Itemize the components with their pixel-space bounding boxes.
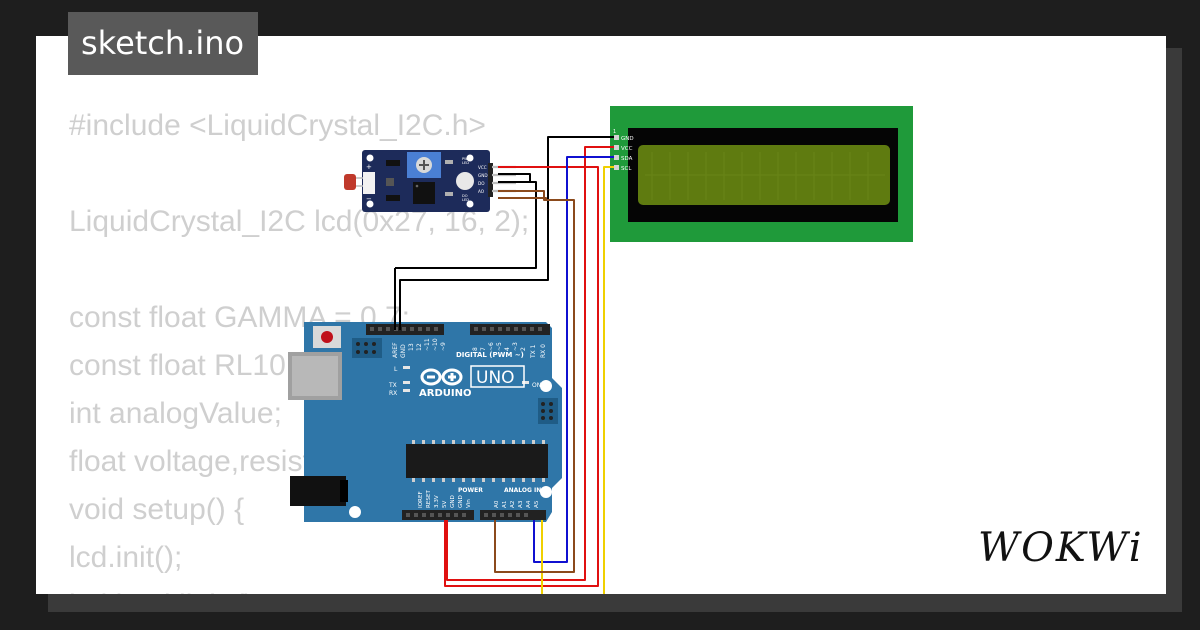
pin-label: GND bbox=[458, 495, 464, 508]
code-line: LiquidCrystal_I2C lcd(0x27, 16, 2); bbox=[69, 205, 530, 238]
lcd-pin-gnd[interactable] bbox=[614, 135, 619, 140]
sensor-pin-vcc-label: VCC bbox=[478, 165, 487, 170]
pin-label: Vin bbox=[466, 499, 472, 508]
pin-label: ~5 bbox=[496, 342, 503, 351]
code-line: const float GAMMA = 0.7; bbox=[69, 301, 410, 334]
preview-card[interactable]: #include <LiquidCrystal_I2C.h> LiquidCry… bbox=[36, 36, 1166, 594]
pin-label: ~10 bbox=[432, 338, 439, 351]
pin-label: RX 0 bbox=[540, 344, 547, 358]
pin-label: 13 bbox=[408, 343, 415, 351]
board-brand: ARDUINO bbox=[419, 388, 471, 399]
pin-label: 8 bbox=[472, 347, 479, 351]
pin-label: A1 bbox=[502, 500, 508, 508]
lcd-pin-scl[interactable] bbox=[614, 165, 619, 170]
led-rx-label: RX bbox=[389, 390, 397, 397]
pin-label: ~6 bbox=[488, 342, 495, 351]
pin-label: ~3 bbox=[512, 342, 519, 351]
pin-label: A5 bbox=[534, 500, 540, 508]
pin-label: A0 bbox=[494, 500, 500, 508]
lcd-pin-vcc-label: VCC bbox=[621, 146, 633, 152]
do-led-label: DO bbox=[462, 194, 468, 198]
led-tx-label: TX bbox=[388, 382, 397, 389]
pin-label: 4 bbox=[504, 347, 511, 351]
wire-scl[interactable] bbox=[603, 166, 614, 600]
pin-label: GND bbox=[400, 344, 407, 358]
pin-label: 5V bbox=[442, 500, 448, 508]
pin-label: IOREF bbox=[418, 491, 424, 508]
sketch-title: sketch.ino bbox=[68, 12, 259, 75]
sensor-pin-do-label: DO bbox=[478, 181, 485, 186]
code-line: void setup() { bbox=[69, 493, 245, 526]
pin-label: A2 bbox=[510, 501, 516, 508]
pin-label: 7 bbox=[480, 347, 487, 351]
wire-gnd-lcd[interactable] bbox=[399, 136, 614, 330]
power-jack[interactable] bbox=[290, 476, 346, 506]
lcd-pin-vcc[interactable] bbox=[614, 145, 619, 150]
sensor-pin-gnd-label: GND bbox=[478, 173, 488, 178]
wire-vcc-lcd[interactable] bbox=[446, 146, 614, 581]
led-l-label: L bbox=[394, 366, 398, 373]
pin-label: ~9 bbox=[440, 342, 447, 351]
sensor-led-icon bbox=[456, 172, 474, 190]
sensor-plus-label: + bbox=[366, 163, 372, 171]
wire-sda[interactable] bbox=[533, 156, 614, 563]
pin-label: A3 bbox=[518, 500, 524, 508]
mcu-chip bbox=[406, 444, 548, 478]
pin-label: RESET bbox=[426, 489, 432, 508]
pin-label: A4 bbox=[526, 500, 532, 508]
lcd-pin-sda[interactable] bbox=[614, 155, 619, 160]
analog-label: ANALOG IN bbox=[504, 487, 541, 494]
sensor-minus-label: − bbox=[366, 195, 372, 203]
code-preview: #include <LiquidCrystal_I2C.h> LiquidCry… bbox=[69, 102, 529, 594]
pwr-led-label: PWR bbox=[462, 157, 471, 161]
pin-label: AREF bbox=[392, 342, 399, 358]
code-line: int analogValue; bbox=[69, 397, 282, 430]
code-line: #include <LiquidCrystal_I2C.h> bbox=[69, 109, 486, 142]
pin-label: 3.3V bbox=[434, 495, 440, 508]
icsp-header-right bbox=[538, 398, 558, 424]
digital-label: DIGITAL (PWM ~) bbox=[456, 351, 524, 359]
arduino-uno-board[interactable]: AREF GND 13 12 ~11 ~10 ~9 8 7 ~6 ~5 4 ~3… bbox=[288, 322, 562, 522]
pin-label: 2 bbox=[520, 347, 527, 351]
lcd-display[interactable]: 1 GND VCC SDA SCL bbox=[610, 106, 913, 242]
wokwi-logo[interactable]: WOKWi bbox=[978, 525, 1144, 571]
comparator-chip bbox=[413, 182, 435, 204]
pin-label: ~11 bbox=[424, 338, 431, 351]
sensor-pin-ao-label: AO bbox=[478, 189, 485, 194]
wire-gnd-sensor[interactable] bbox=[395, 181, 537, 269]
arduino-logo-icon bbox=[420, 368, 463, 386]
led-on-label: ON bbox=[532, 382, 541, 389]
lcd-pin-sda-label: SDA bbox=[621, 156, 633, 162]
pin-label: 12 bbox=[416, 343, 423, 351]
lcd-pin-gnd-label: GND bbox=[621, 136, 634, 142]
photoresistor-module[interactable]: + − PWR LED DO LED VC bbox=[344, 150, 516, 212]
pin-label: GND bbox=[450, 495, 456, 508]
do-led-sublabel: LED bbox=[462, 198, 469, 202]
wire-ao[interactable] bbox=[494, 190, 575, 573]
ldr-icon bbox=[344, 174, 356, 190]
pwr-led-sublabel: LED bbox=[462, 161, 469, 165]
board-model: UNO bbox=[476, 368, 515, 388]
code-line: lcd.backlight(); bbox=[69, 582, 529, 594]
pin-label: TX 1 bbox=[530, 344, 537, 359]
code-line: lcd.init(); bbox=[69, 541, 183, 574]
lcd-pin-scl-label: SCL bbox=[621, 166, 632, 172]
lcd-pin-1-label: 1 bbox=[613, 129, 616, 135]
power-label: POWER bbox=[458, 487, 483, 494]
wires bbox=[394, 136, 614, 600]
analog-header[interactable] bbox=[480, 510, 546, 520]
wire-vcc-sensor[interactable] bbox=[444, 166, 599, 587]
icsp-header bbox=[352, 338, 382, 358]
